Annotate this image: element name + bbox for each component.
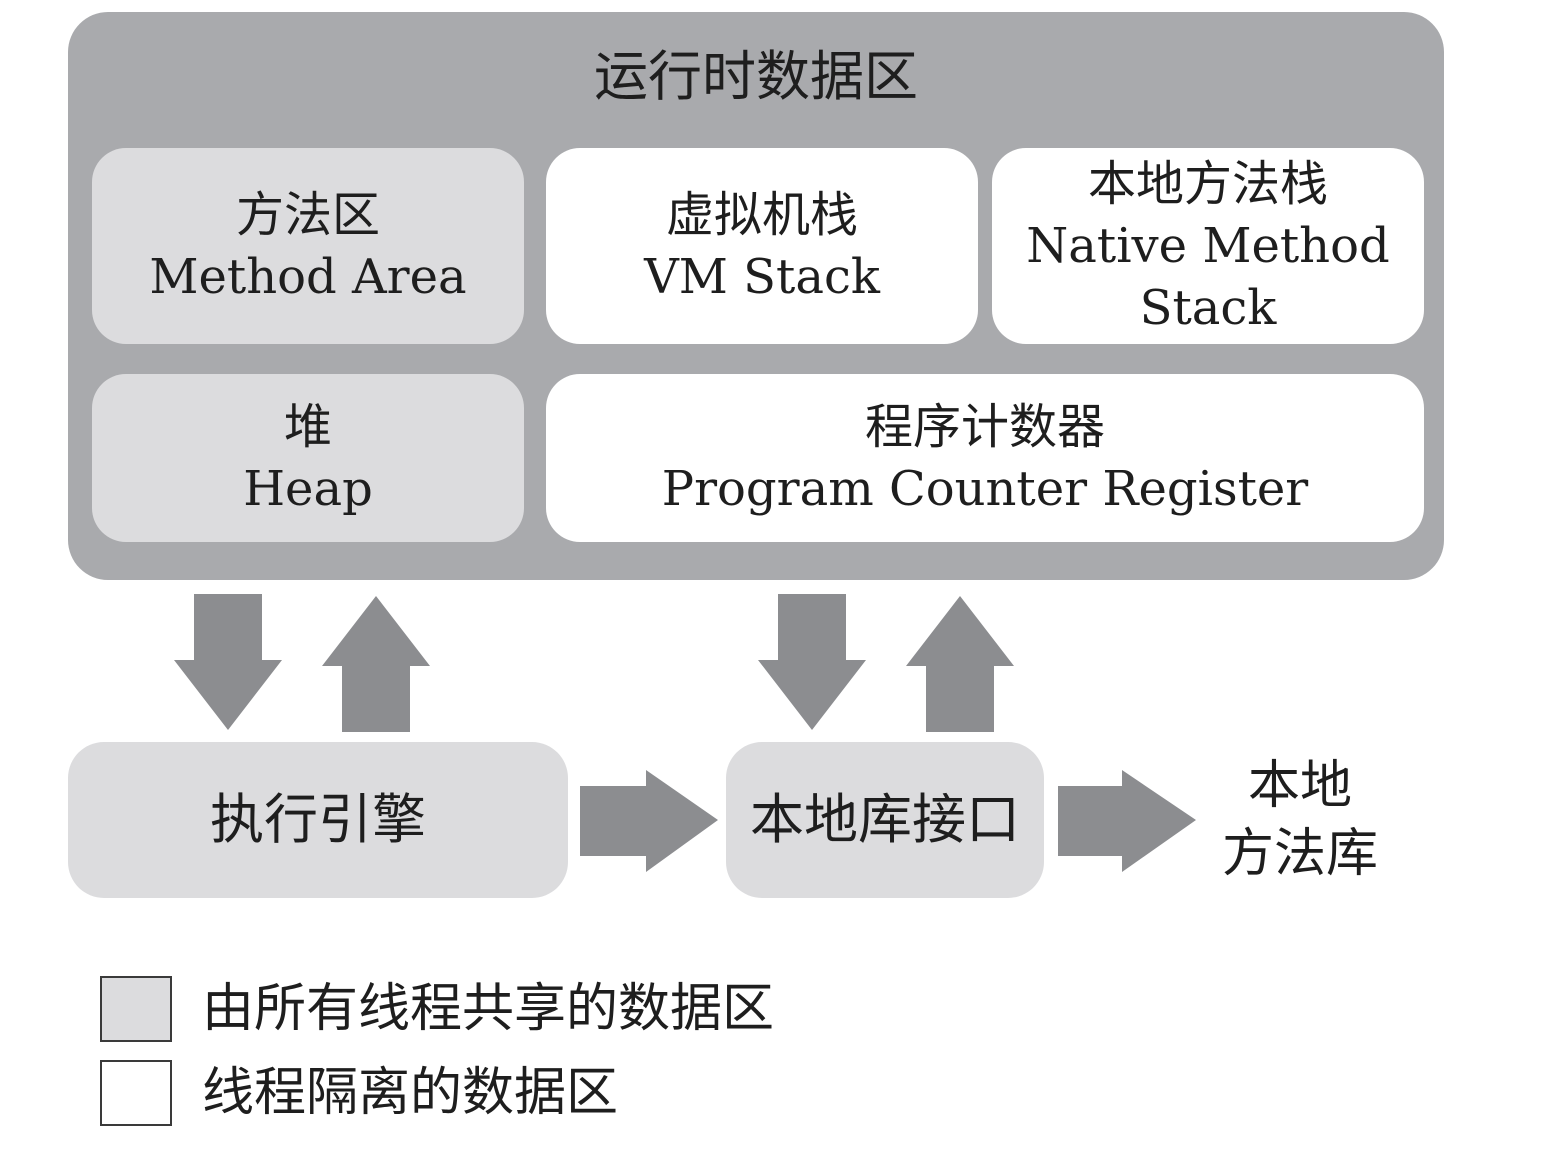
method-area-en-label: Method Area — [149, 249, 467, 305]
native-interface-box: 本地库接口 — [726, 742, 1044, 898]
engine-to-interface-arrow — [580, 770, 718, 872]
native-method-stack-en-label-2: Stack — [1139, 280, 1277, 336]
vm-stack-zh-label: 虚拟机栈 — [665, 187, 858, 243]
heap-en-label: Heap — [243, 461, 373, 517]
native-method-stack-box: 本地方法栈 Native Method Stack — [992, 148, 1424, 344]
engine-down-arrow — [174, 594, 282, 730]
method-area-zh-label: 方法区 — [235, 187, 380, 243]
engine-up-arrow — [322, 596, 430, 732]
execution-engine-label: 执行引擎 — [210, 788, 426, 851]
native-interface-label: 本地库接口 — [750, 788, 1020, 851]
execution-engine-box: 执行引擎 — [68, 742, 568, 898]
vm-stack-box: 虚拟机栈 VM Stack — [546, 148, 978, 344]
method-area-box: 方法区 Method Area — [92, 148, 524, 344]
heap-zh-label: 堆 — [283, 399, 332, 455]
program-counter-zh-label: 程序计数器 — [864, 399, 1105, 455]
native-method-stack-en-label-1: Native Method — [1026, 218, 1390, 274]
interface-down-arrow — [758, 594, 866, 730]
legend-isolated: 线程隔离的数据区 — [100, 1058, 618, 1128]
vm-stack-en-label: VM Stack — [644, 249, 880, 305]
legend-shared: 由所有线程共享的数据区 — [100, 974, 774, 1044]
native-method-library: 本地 方法库 — [1200, 752, 1400, 888]
native-library-line-2: 方法库 — [1221, 824, 1378, 884]
runtime-data-area-title: 运行时数据区 — [594, 45, 918, 108]
native-method-stack-zh-label: 本地方法栈 — [1087, 156, 1328, 212]
interface-to-library-arrow — [1058, 770, 1196, 872]
native-library-line-1: 本地 — [1247, 756, 1352, 816]
heap-box: 堆 Heap — [92, 374, 524, 542]
legend-shared-label: 由所有线程共享的数据区 — [202, 979, 775, 1039]
legend-shared-swatch — [100, 976, 172, 1042]
legend-isolated-label: 线程隔离的数据区 — [202, 1063, 619, 1123]
program-counter-en-label: Program Counter Register — [661, 461, 1309, 517]
program-counter-register-box: 程序计数器 Program Counter Register — [546, 374, 1424, 542]
legend-isolated-swatch — [100, 1060, 172, 1126]
interface-up-arrow — [906, 596, 1014, 732]
